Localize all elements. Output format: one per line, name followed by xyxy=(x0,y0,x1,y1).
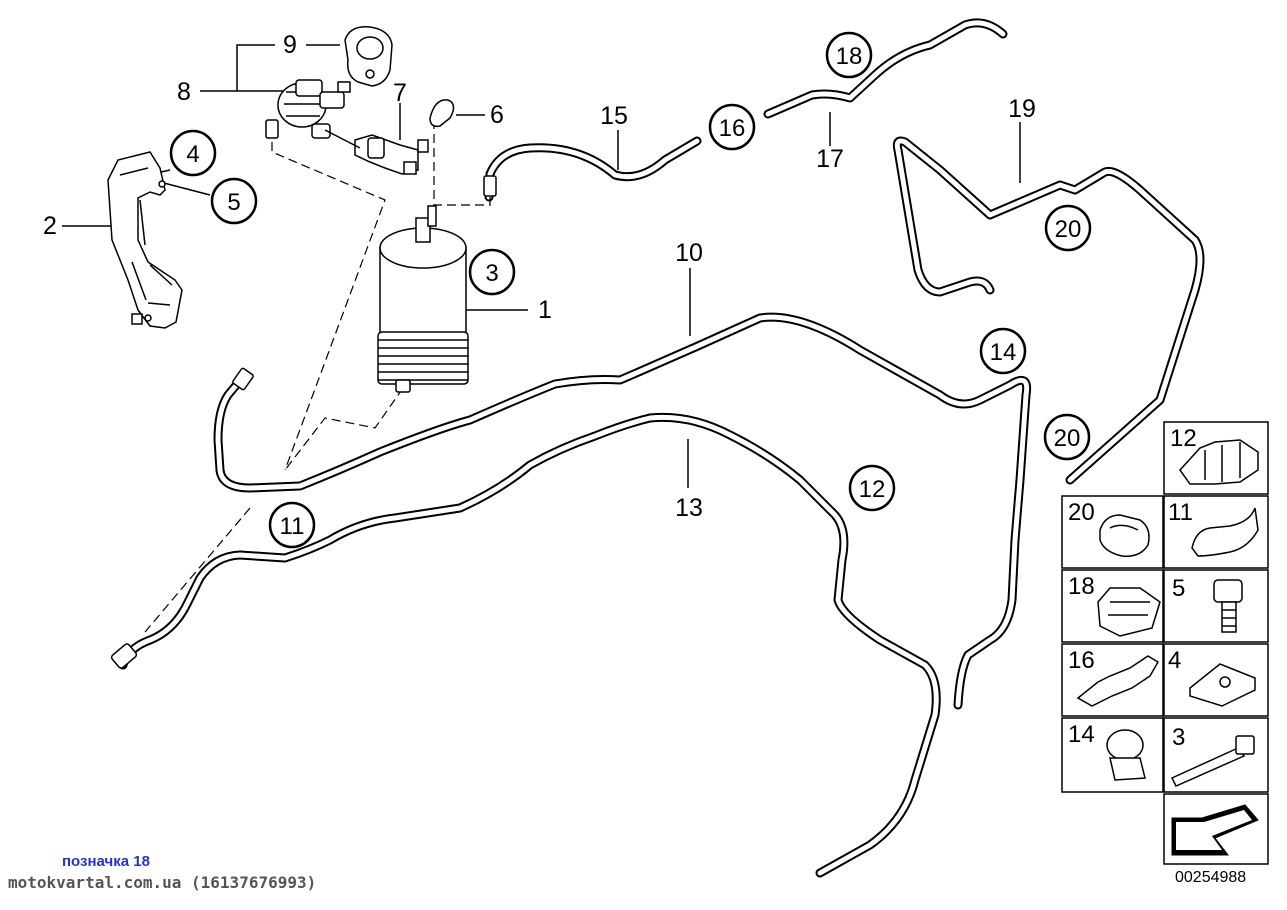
part-number-19: 19 xyxy=(1008,95,1036,123)
clip-18-drawing xyxy=(1097,587,1161,637)
watermark-site: motokvartal.com.ua (16137676993) xyxy=(8,873,317,892)
callout-12-number: 12 xyxy=(859,476,886,503)
callout-4-number: 4 xyxy=(186,141,199,168)
part-number-2: 2 xyxy=(43,212,57,240)
callout-5: 5 xyxy=(210,177,258,225)
callout-4: 4 xyxy=(169,129,217,177)
legend-number-11: 11 xyxy=(1168,499,1193,526)
callout-5-number: 5 xyxy=(227,189,240,216)
part-number-9: 9 xyxy=(283,31,297,59)
callout-11: 11 xyxy=(268,501,316,549)
legend-number-16: 16 xyxy=(1068,647,1095,674)
callout-12: 12 xyxy=(848,464,896,512)
callout-20-upper: 20 xyxy=(1044,204,1092,252)
part-number-17: 17 xyxy=(816,145,844,173)
clip-20-drawing xyxy=(1099,514,1150,558)
part-number-13: 13 xyxy=(675,494,703,522)
dashed-connection-lines xyxy=(144,120,491,633)
part-number-7: 7 xyxy=(393,79,407,107)
callout-18: 18 xyxy=(825,31,873,79)
legend-number-18: 18 xyxy=(1068,573,1095,600)
callout-20-lower-number: 20 xyxy=(1054,425,1081,452)
hose-17 xyxy=(763,18,1008,119)
legend-number-14: 14 xyxy=(1068,721,1095,748)
part-number-6: 6 xyxy=(490,101,504,129)
hose-piece-6 xyxy=(429,99,455,128)
holder-ring-9 xyxy=(344,26,393,87)
callout-3: 3 xyxy=(468,248,516,296)
callout-11-number: 11 xyxy=(280,513,305,540)
callout-16-number: 16 xyxy=(719,115,746,142)
hose-15 xyxy=(484,136,702,202)
bolt-5-drawing xyxy=(1213,579,1243,633)
callout-16: 16 xyxy=(708,103,756,151)
part-number-15: 15 xyxy=(600,102,628,130)
cable-tie-3-drawing xyxy=(1170,735,1255,787)
direction-arrow-icon xyxy=(1171,804,1259,856)
legend-number-12: 12 xyxy=(1170,425,1197,452)
legend-number-4: 4 xyxy=(1168,647,1181,674)
connector-16-drawing xyxy=(1076,655,1160,707)
legend-number-5: 5 xyxy=(1172,575,1185,602)
activated-charcoal-canister-1 xyxy=(377,205,469,393)
clip-11-drawing xyxy=(1191,507,1259,557)
callout-20-lower: 20 xyxy=(1043,413,1091,461)
reference-code: 00254988 xyxy=(1175,869,1247,886)
hose-13 xyxy=(118,412,941,878)
callout-14: 14 xyxy=(979,327,1027,375)
connector-7 xyxy=(324,129,429,175)
legend-number-20: 20 xyxy=(1068,499,1095,526)
nut-4-drawing xyxy=(1189,663,1256,707)
watermark-label: позначка 18 xyxy=(62,853,150,870)
fuel-tank-breather-valve-8 xyxy=(265,79,351,139)
part-number-1: 1 xyxy=(538,296,552,324)
hose-10 xyxy=(213,312,1032,710)
clip-12-drawing xyxy=(1179,439,1259,485)
callout-14-number: 14 xyxy=(990,339,1017,366)
bracket-2 xyxy=(107,151,183,329)
clip-14-drawing xyxy=(1106,729,1146,781)
legend-number-3: 3 xyxy=(1172,724,1185,751)
part-number-10: 10 xyxy=(675,239,703,267)
callout-20-upper-number: 20 xyxy=(1055,216,1082,243)
callout-3-number: 3 xyxy=(485,260,498,287)
hose-19 xyxy=(892,136,1205,485)
part-number-8: 8 xyxy=(177,78,191,106)
callout-18-number: 18 xyxy=(836,43,863,70)
leader-lines xyxy=(62,44,1021,488)
part-numbers: 9 8 7 6 2 1 15 17 19 10 13 xyxy=(43,31,1036,522)
hose-end-fittings xyxy=(110,175,497,669)
legend-grid: 12 20 11 18 5 16 4 14 3 xyxy=(1061,421,1269,865)
